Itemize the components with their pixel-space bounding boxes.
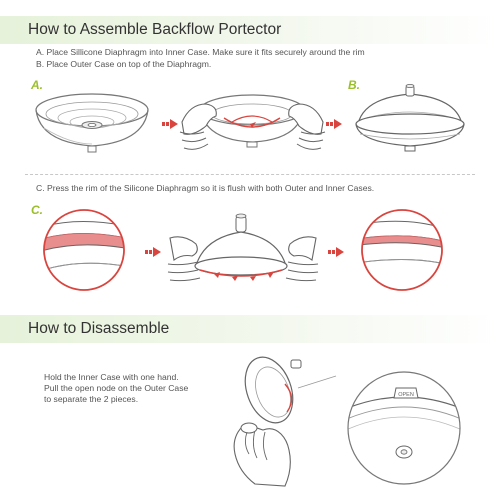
section-divider xyxy=(25,174,475,175)
rim-closeup-before-illustration xyxy=(43,209,125,291)
disassemble-line-2: Pull the open node on the Outer Case xyxy=(44,383,189,393)
disassemble-instructions: Hold the Inner Case with one hand. Pull … xyxy=(44,372,188,405)
step-b-text: B. Place Outer Case on top of the Diaphr… xyxy=(36,59,212,69)
place-diaphragm-illustration xyxy=(179,94,326,150)
red-arrow-icon xyxy=(162,119,178,129)
disassemble-banner: How to Disassemble xyxy=(0,315,500,343)
red-arrow-icon xyxy=(328,247,344,257)
label-a: A. xyxy=(31,78,43,92)
disassemble-line-3: to separate the 2 pieces. xyxy=(44,394,139,404)
disassemble-hand-illustration xyxy=(233,356,302,487)
disassemble-line-1: Hold the Inner Case with one hand. xyxy=(44,372,179,382)
connector-line xyxy=(297,375,337,389)
assemble-title: How to Assemble Backflow Portector xyxy=(28,21,282,38)
rim-closeup-after-illustration xyxy=(361,209,443,291)
open-tab-closeup-illustration: OPEN xyxy=(347,371,461,485)
assemble-banner: How to Assemble Backflow Portector xyxy=(0,16,500,44)
step-c-text: C. Press the rim of the Silicone Diaphra… xyxy=(36,183,375,193)
step-a-text: A. Place Sillicone Diaphragm into Inner … xyxy=(36,47,365,57)
red-arrow-icon xyxy=(326,119,342,129)
disassemble-title: How to Disassemble xyxy=(28,320,170,337)
inner-case-illustration xyxy=(35,93,149,153)
press-rim-illustration xyxy=(167,213,319,282)
red-arrow-icon xyxy=(145,247,161,257)
label-b: B. xyxy=(348,78,360,92)
label-c: C. xyxy=(31,203,43,217)
open-tab-label: OPEN xyxy=(398,392,414,398)
outer-case-illustration xyxy=(355,84,465,152)
